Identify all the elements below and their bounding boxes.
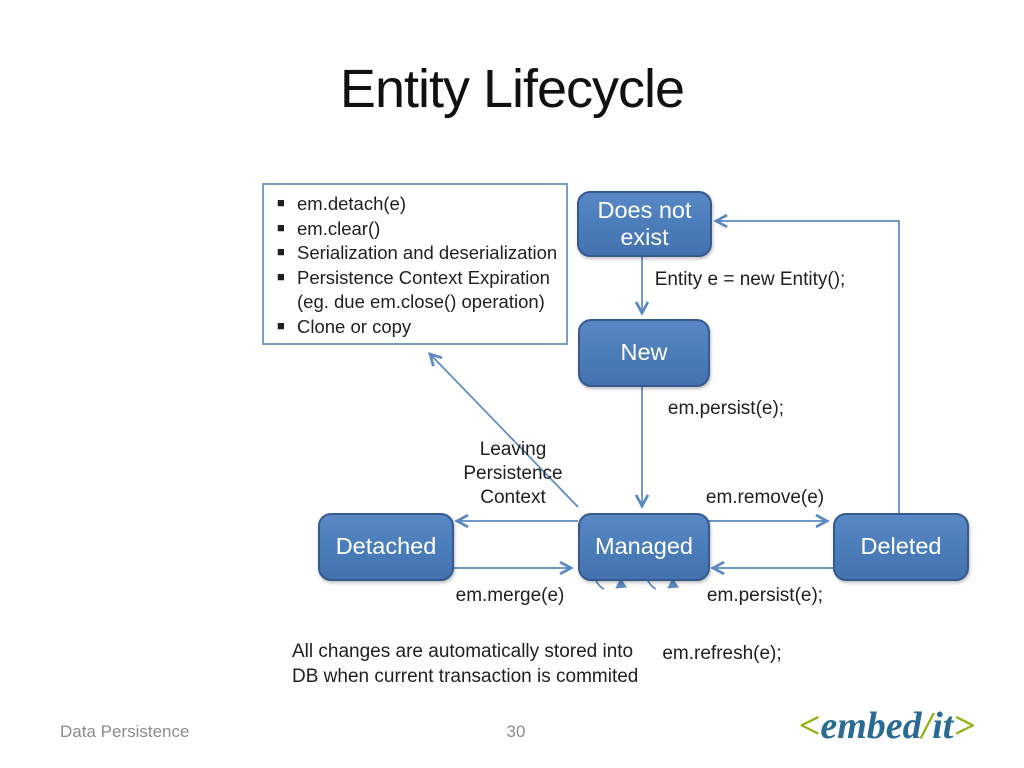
- bullet-square-icon: ■: [277, 244, 285, 259]
- bullet-square-icon: ■: [277, 268, 285, 284]
- logo-word-main: embed: [820, 705, 922, 747]
- bullet-square-icon: ■: [277, 317, 285, 333]
- label-merge: em.merge(e): [455, 585, 565, 606]
- footer-page-number: 30: [506, 722, 526, 741]
- list-item: ■em.detach(e): [277, 193, 406, 214]
- footer-section-title: Data Persistence: [60, 722, 190, 741]
- arrow-managed-to-notes: [428, 351, 579, 508]
- logo-word-suffix: it: [932, 705, 954, 747]
- state-new: New: [578, 319, 710, 387]
- state-managed: Managed: [578, 513, 710, 581]
- bullet-square-icon: ■: [277, 219, 285, 235]
- label-refresh: em.refresh(e);: [662, 643, 782, 664]
- state-detached: Detached: [318, 513, 454, 581]
- logo-separator: /: [921, 705, 933, 747]
- logo-bracket-close: >: [953, 705, 975, 747]
- label-remove: em.remove(e): [705, 487, 825, 508]
- logo-bracket-open: <: [798, 705, 821, 747]
- detach-notes-list: ■em.detach(e) ■em.clear() ■Serialization…: [276, 192, 560, 339]
- state-does-not-exist: Does not exist: [577, 191, 712, 257]
- label-persist-new: em.persist(e);: [667, 398, 785, 419]
- arrow-deleted-to-dne: [713, 213, 900, 513]
- list-item: ■Serialization and deserialization: [277, 242, 558, 263]
- list-item: ■Clone or copy: [277, 315, 412, 337]
- slide-title: Entity Lifecycle: [339, 59, 685, 119]
- list-item: ■em.clear(): [277, 217, 381, 239]
- list-item: ■Persistence Context Expiration (eg. due…: [277, 266, 550, 313]
- detach-notes-box: ■em.detach(e) ■em.clear() ■Serialization…: [262, 183, 568, 345]
- label-leaving-persistence-context: Leaving Persistence Context: [463, 439, 563, 508]
- label-new-entity: Entity e = new Entity();: [654, 269, 846, 290]
- embedit-logo: <embed/it>: [799, 704, 975, 748]
- label-auto-store-note: All changes are automatically stored int…: [292, 641, 639, 687]
- state-deleted: Deleted: [833, 513, 969, 581]
- bullet-square-icon: ■: [277, 195, 285, 210]
- label-persist-managed: em.persist(e);: [706, 585, 824, 606]
